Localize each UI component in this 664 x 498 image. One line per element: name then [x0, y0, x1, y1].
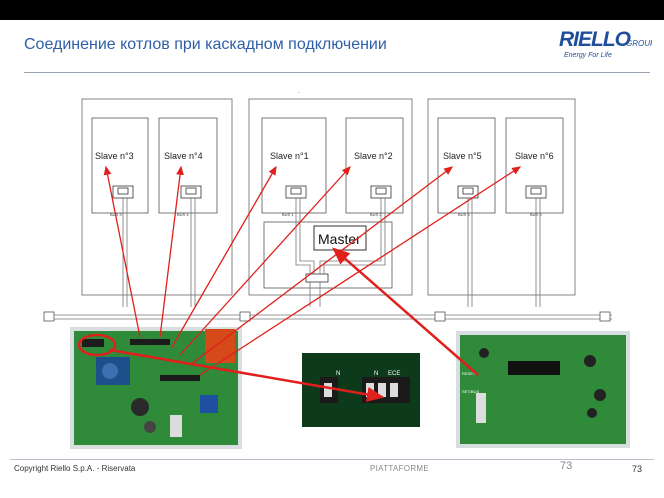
bus-label: BUS 4 — [177, 212, 189, 217]
slave-label: Slave n°6 — [515, 151, 554, 161]
set-bus-label: SET/BUS — [462, 389, 479, 394]
switch-n-right-label: N — [374, 371, 378, 377]
page-number-center: 73 — [560, 460, 573, 472]
pcb-photo-left — [70, 327, 242, 449]
master-label: Master — [318, 231, 361, 247]
arrow-to-slave-4 — [159, 165, 184, 338]
switch-closeup-photo: N N ECE — [302, 353, 420, 427]
bus-label: BUS 1 — [282, 212, 294, 217]
reset-label: RESET — [462, 371, 476, 376]
cascade-diagram: ← Slave n°3 BUS 3 Slave n°4 BUS 4 Slave … — [43, 89, 630, 449]
bus-label: BUS 5 — [458, 212, 470, 217]
logo-tagline: Energy For Life — [564, 52, 612, 59]
slave-label: Slave n°5 — [443, 151, 482, 161]
arrow-to-slave-1 — [171, 165, 277, 348]
slave-label: Slave n°3 — [95, 151, 134, 161]
slave-box: Slave n°2 BUS 2 — [345, 117, 404, 217]
arrow-highlight-to-closeup — [109, 348, 385, 402]
top-bar — [0, 0, 664, 20]
connection-arrows — [103, 165, 522, 376]
logo-group: GROUP — [626, 39, 652, 48]
footer: Copyright Riello S.p.A. - Riservata PIAT… — [0, 455, 664, 498]
dip-switch-highlight — [77, 333, 117, 357]
bus-wiring — [50, 198, 612, 320]
svg-text:←: ← — [297, 89, 301, 94]
slave-box: Slave n°3 BUS 3 — [91, 117, 149, 217]
arrow-to-slave-3 — [103, 165, 141, 338]
master-box: Master — [263, 221, 393, 289]
switch-n-left-label: N — [336, 371, 340, 377]
page-number-right: 73 — [632, 464, 643, 474]
bus-label: BUS 2 — [370, 212, 382, 217]
logo-brand: RIELLO — [559, 28, 631, 51]
bus-label: BUS 3 — [110, 212, 122, 217]
slave-label: Slave n°1 — [270, 151, 309, 161]
slide-title: Соединение котлов при каскадном подключе… — [24, 36, 387, 53]
title-divider — [24, 72, 650, 73]
slave-box: Slave n°4 BUS 4 — [158, 117, 218, 217]
pcb-photo-right: RESET SET/BUS — [456, 331, 630, 448]
arrow-to-slave-2 — [179, 166, 351, 356]
slave-box: Slave n°1 BUS 1 — [261, 117, 327, 217]
arrow-to-slave-5 — [189, 166, 454, 366]
copyright-text: Copyright Riello S.p.A. - Riservata — [14, 464, 136, 473]
platform-label: PIATTAFORME — [370, 464, 430, 473]
footer-divider — [10, 459, 654, 460]
slave-label: Slave n°4 — [164, 151, 203, 161]
arrow-board-to-master — [332, 247, 479, 376]
slave-box: Slave n°6 BUS 6 — [505, 117, 564, 217]
switch-ece-label: ECE — [388, 371, 400, 377]
riello-logo: RIELLO GROUP Energy For Life — [558, 25, 652, 59]
slave-label: Slave n°2 — [354, 151, 393, 161]
slave-box: Slave n°5 BUS 5 — [437, 117, 496, 217]
